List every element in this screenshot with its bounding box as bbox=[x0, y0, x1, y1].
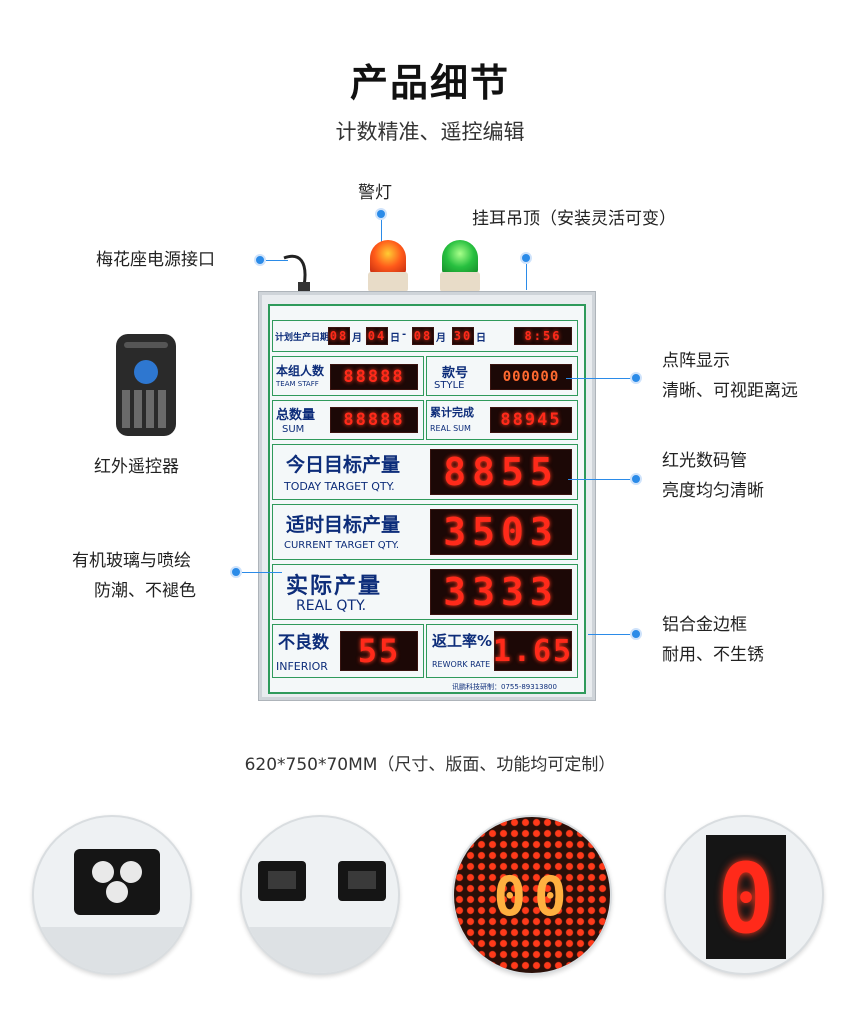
inferior-label-en: INFERIOR bbox=[276, 660, 328, 673]
start-month-display: 08 bbox=[328, 327, 350, 345]
rework-label: 返工率% bbox=[432, 632, 493, 650]
detail-power-socket bbox=[32, 815, 192, 975]
red-led-label-2: 亮度均匀清晰 bbox=[662, 481, 764, 501]
dot-matrix-label-1: 点阵显示 bbox=[662, 351, 730, 371]
warning-light-dot bbox=[375, 208, 387, 220]
board-footer: 讯鹏科技研制：0755-89313800 bbox=[452, 683, 557, 691]
glass-connector bbox=[242, 572, 282, 573]
inferior-cell bbox=[272, 624, 424, 678]
remote-label: 红外遥控器 bbox=[94, 457, 179, 477]
remote-control bbox=[116, 334, 176, 436]
inferior-display: 55 bbox=[340, 631, 418, 671]
rework-display: 1.65 bbox=[493, 631, 572, 671]
glass-label-1: 有机玻璃与喷绘 bbox=[72, 551, 191, 571]
rework-cell bbox=[426, 624, 578, 678]
frame-label-2: 耐用、不生锈 bbox=[662, 645, 764, 665]
date-separator: - bbox=[402, 329, 407, 340]
dot-matrix-chars: 00 bbox=[493, 865, 575, 928]
detail-seven-segment: 0 bbox=[664, 815, 824, 975]
real-qty-row bbox=[272, 564, 578, 620]
warning-light-label: 警灯 bbox=[358, 183, 392, 203]
real-sum-display: 88945 bbox=[490, 407, 572, 433]
real-sum-cell bbox=[426, 400, 578, 440]
start-day-unit: 日 bbox=[390, 333, 400, 344]
time-display: 8:56 bbox=[514, 327, 572, 345]
current-target-row bbox=[272, 504, 578, 560]
sum-label-en: SUM bbox=[282, 424, 305, 435]
detail-rj45-ports bbox=[240, 815, 400, 975]
red-led-dot bbox=[630, 473, 642, 485]
real-sum-label-en: REAL SUM bbox=[430, 424, 471, 433]
current-target-label: 适时目标产量 bbox=[286, 514, 401, 536]
date-row bbox=[272, 320, 578, 352]
end-month-display: 08 bbox=[412, 327, 434, 345]
team-cell bbox=[272, 356, 424, 396]
style-label-en: STYLE bbox=[434, 380, 465, 391]
style-dot-matrix-display: 000000 bbox=[490, 364, 572, 390]
today-target-display: 8855 bbox=[430, 449, 572, 495]
glass-dot bbox=[230, 566, 242, 578]
green-warning-light bbox=[440, 240, 480, 292]
end-month-unit: 月 bbox=[436, 333, 446, 344]
power-label: 梅花座电源接口 bbox=[96, 250, 215, 270]
style-label: 款号 bbox=[442, 366, 469, 381]
inferior-label: 不良数 bbox=[278, 633, 329, 653]
glass-label-2: 防潮、不褪色 bbox=[94, 581, 196, 601]
team-display: 88888 bbox=[330, 364, 418, 390]
dimensions-note: 620*750*70MM（尺寸、版面、功能均可定制） bbox=[244, 755, 616, 775]
start-day-display: 04 bbox=[366, 327, 388, 345]
date-label: 计划生产日期 bbox=[275, 333, 330, 343]
hanging-dot bbox=[520, 252, 532, 264]
real-sum-label: 累计完成 bbox=[430, 406, 474, 419]
today-target-row bbox=[272, 444, 578, 500]
rework-label-en: REWORK RATE bbox=[432, 660, 491, 669]
end-day-display: 30 bbox=[452, 327, 474, 345]
sum-cell bbox=[272, 400, 424, 440]
power-connector bbox=[266, 260, 288, 261]
sum-display: 88888 bbox=[330, 407, 418, 433]
page-title: 产品细节 bbox=[349, 61, 510, 105]
red-led-label-1: 红光数码管 bbox=[662, 451, 747, 471]
hanging-label: 挂耳吊顶（安装灵活可变） bbox=[472, 209, 676, 229]
dot-matrix-connector bbox=[566, 378, 634, 379]
page-subtitle: 计数精准、遥控编辑 bbox=[335, 120, 525, 144]
red-led-connector bbox=[568, 479, 634, 480]
power-dot bbox=[254, 254, 266, 266]
frame-connector bbox=[588, 634, 634, 635]
start-month-unit: 月 bbox=[352, 333, 362, 344]
today-target-label-en: TODAY TARGET QTY. bbox=[284, 480, 395, 493]
style-cell bbox=[426, 356, 578, 396]
current-target-label-en: CURRENT TARGET QTY. bbox=[284, 540, 399, 551]
dot-matrix-dot bbox=[630, 372, 642, 384]
red-warning-light bbox=[368, 240, 408, 292]
frame-dot bbox=[630, 628, 642, 640]
hanging-connector bbox=[526, 264, 527, 290]
end-day-unit: 日 bbox=[476, 333, 486, 344]
real-qty-label: 实际产量 bbox=[286, 574, 383, 599]
current-target-display: 3503 bbox=[430, 509, 572, 555]
frame-label-1: 铝合金边框 bbox=[662, 615, 747, 635]
warning-light-connector bbox=[381, 214, 382, 244]
power-cable bbox=[283, 254, 310, 294]
detail-dot-matrix: 00 bbox=[452, 815, 612, 975]
real-qty-label-en: REAL QTY. bbox=[296, 598, 367, 614]
dot-matrix-label-2: 清晰、可视距离远 bbox=[662, 381, 798, 401]
team-label: 本组人数 bbox=[276, 364, 325, 378]
team-label-en: TEAM STAFF bbox=[276, 380, 319, 388]
sum-label: 总数量 bbox=[276, 408, 316, 423]
seven-segment-digit: 0 bbox=[717, 843, 775, 955]
real-qty-display: 3333 bbox=[430, 569, 572, 615]
today-target-label: 今日目标产量 bbox=[286, 454, 401, 476]
